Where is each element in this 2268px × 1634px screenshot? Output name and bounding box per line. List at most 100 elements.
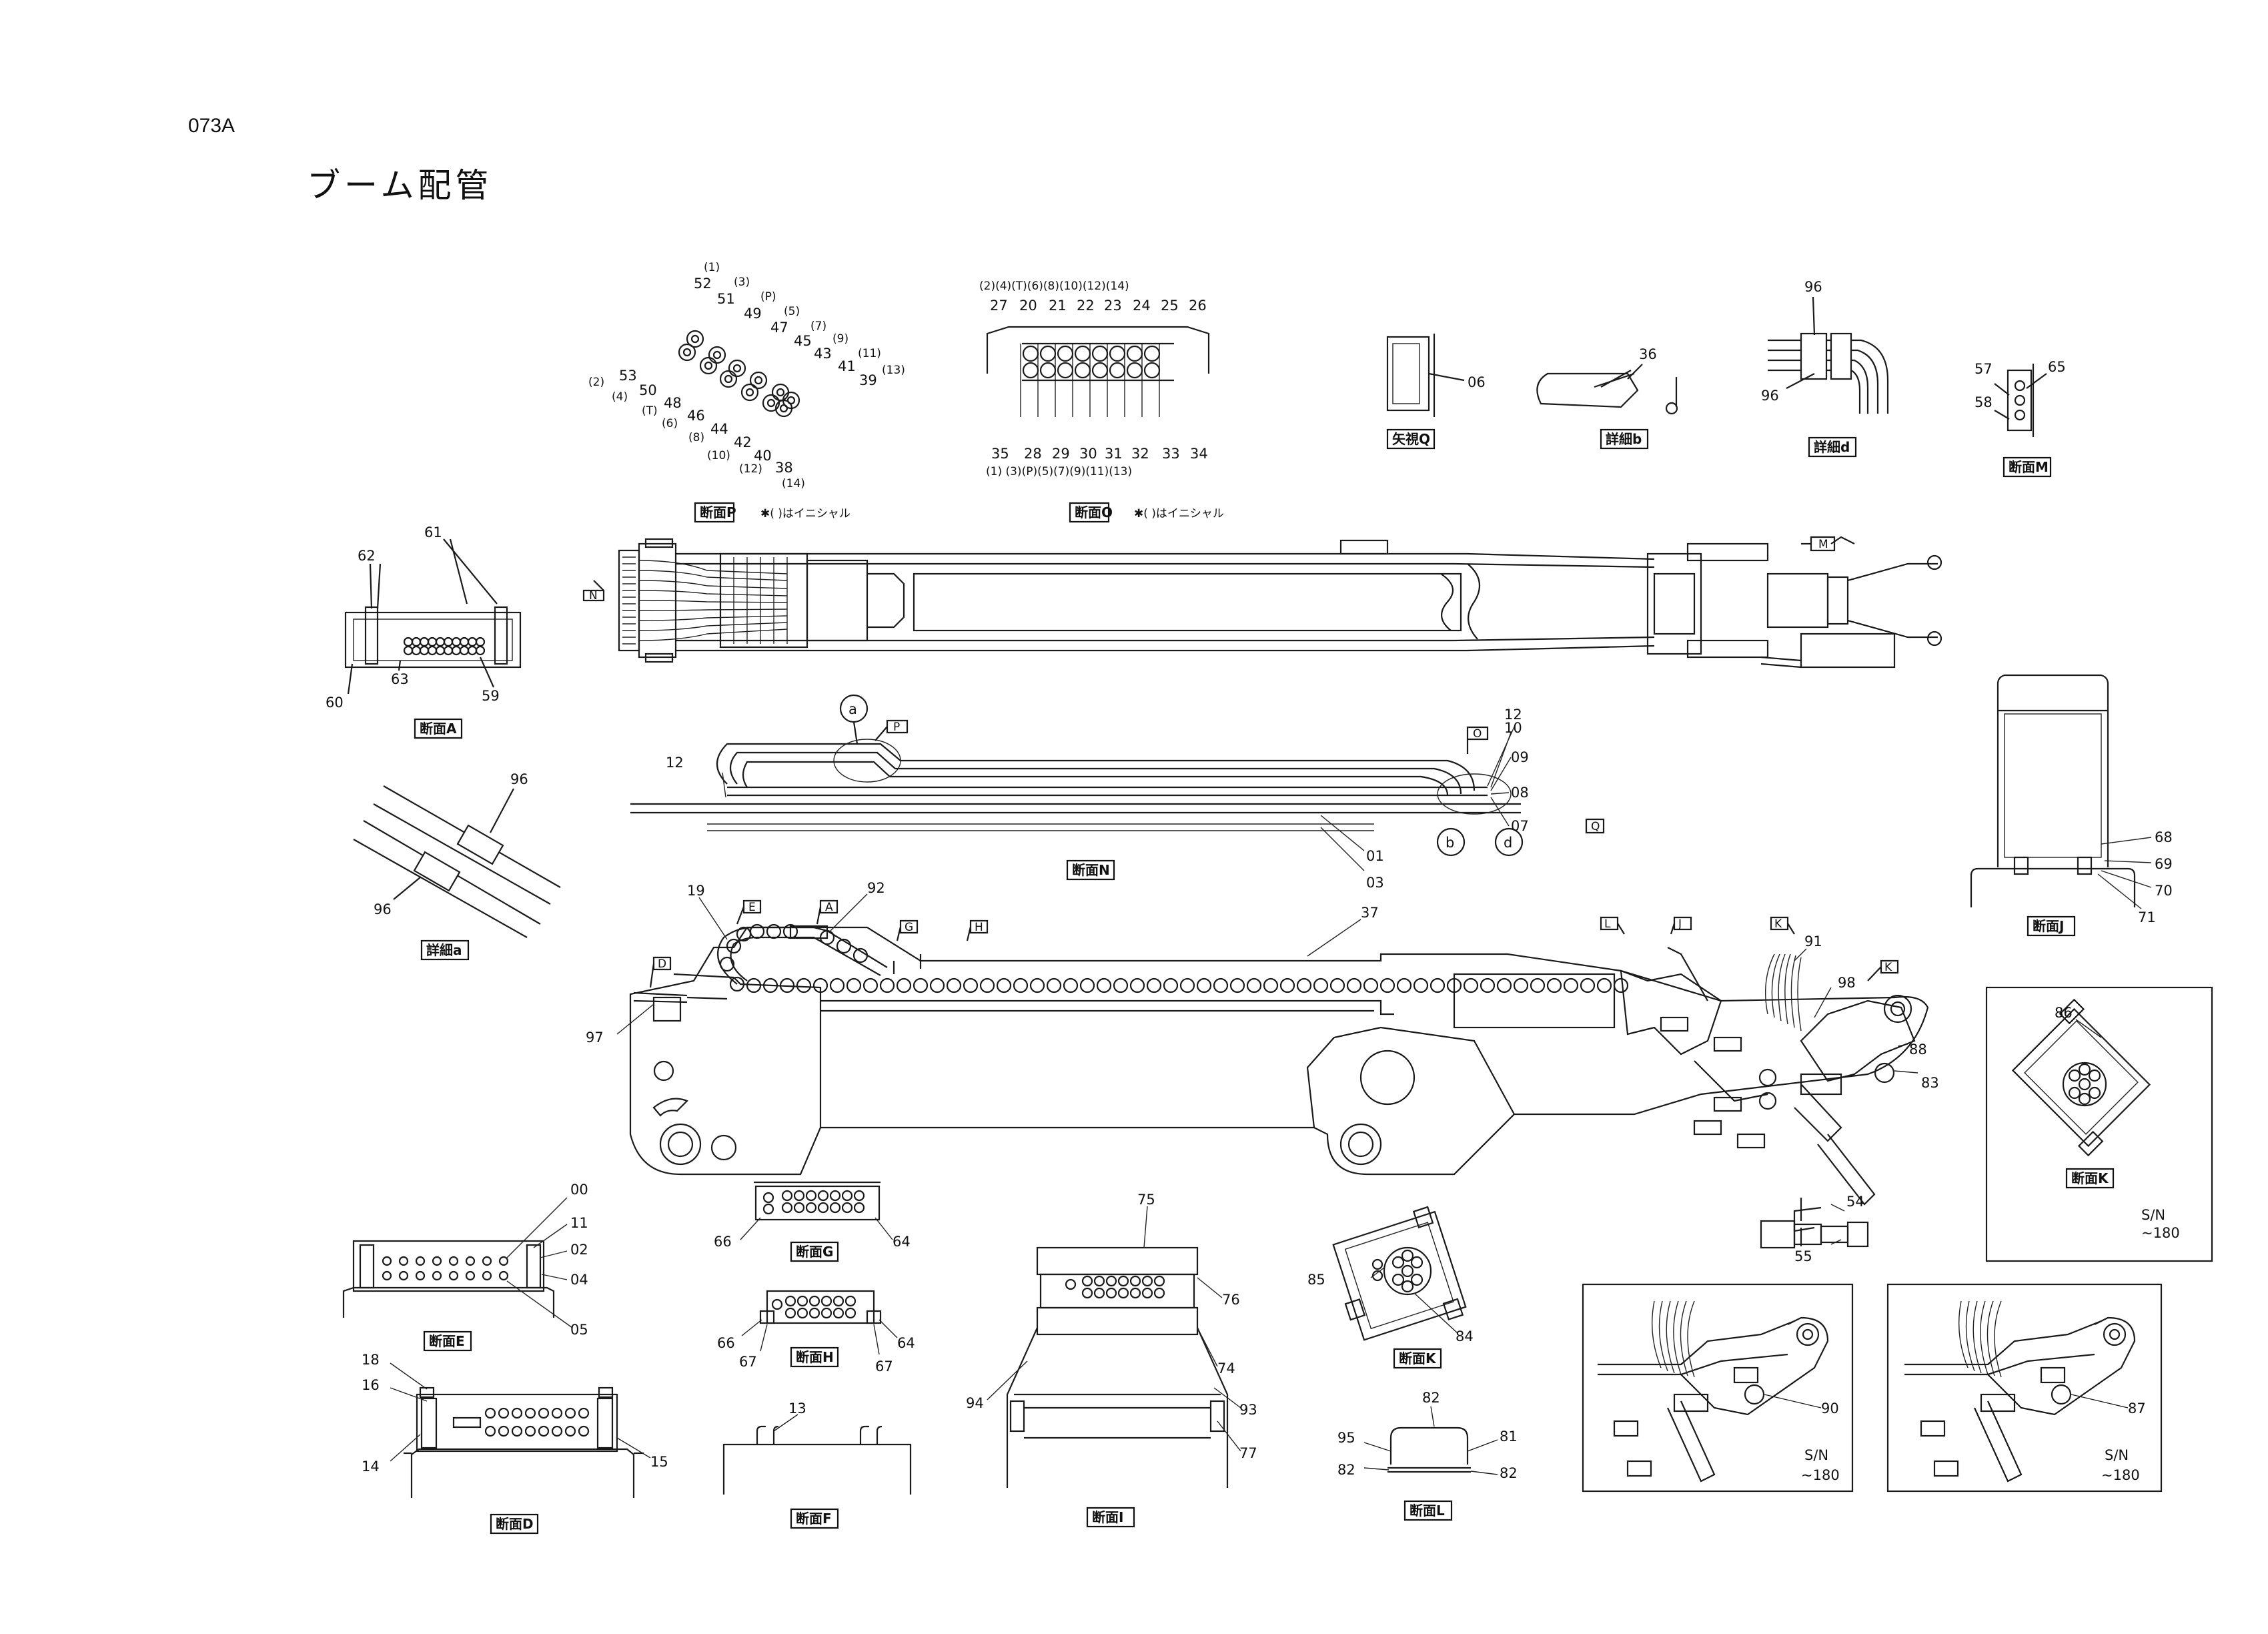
label-p-52: 52: [694, 276, 712, 292]
section-k: 85 84 断面K: [1307, 1206, 1474, 1369]
section-l: 82 95 81 82 82 断面L: [1337, 1390, 1518, 1521]
label-a-96-top: 96: [510, 771, 528, 787]
label-main-88: 88: [1909, 1042, 1927, 1058]
label-q-06: 06: [1468, 374, 1486, 390]
inset-part-90: 90 S/N ~180: [1582, 1283, 1854, 1493]
label-n-03: 03: [1366, 875, 1384, 891]
label-p-51: 51: [717, 291, 735, 307]
initial-p-13: (13): [882, 364, 905, 377]
label-main-54: 54: [1846, 1194, 1864, 1210]
section-j: 68 69 70 71 断面J: [1970, 674, 2173, 937]
caption-section-d: 断面D: [496, 1516, 534, 1532]
label-p-46: 46: [687, 408, 705, 424]
label-h-64: 64: [897, 1335, 915, 1351]
label-d-96-bottom: 96: [1761, 388, 1779, 404]
label-i-75: 75: [1137, 1192, 1155, 1208]
hoses-d: [484, 1407, 590, 1437]
detail-d: 96 96 詳細d: [1761, 279, 1889, 458]
label-n-12-left: 12: [666, 755, 684, 771]
label-a-60: 60: [326, 695, 344, 711]
caption-section-m: 断面M: [2009, 459, 2049, 475]
view-mark-k-label: K: [1774, 917, 1782, 931]
caption-section-g: 断面G: [796, 1244, 833, 1260]
view-mark-m-label: M: [1818, 538, 1828, 551]
label-o-23: 23: [1104, 298, 1122, 314]
note-section-o: ✱( )はイニシャル: [1134, 507, 1224, 520]
label-l-82-top: 82: [1422, 1390, 1440, 1406]
label-p-53: 53: [619, 368, 637, 384]
section-a: 62 61 60 63 59 断面A: [326, 524, 522, 739]
label-n-10: 10: [1504, 720, 1522, 736]
label-j-71: 71: [2138, 909, 2156, 925]
caption-section-k-inset: 断面K: [2071, 1170, 2109, 1186]
detail-mark-d-n: d: [1504, 835, 1512, 851]
view-mark-j-label: J: [1678, 917, 1682, 931]
label-p-47: 47: [770, 320, 788, 336]
label-e-00: 00: [570, 1182, 588, 1198]
label-k-86: 86: [2055, 1005, 2073, 1021]
label-main-37: 37: [1361, 905, 1379, 921]
label-main-19: 19: [687, 883, 705, 899]
initial-p-12: (12): [739, 462, 762, 476]
section-d: 18 16 14 15 断面D: [362, 1352, 668, 1535]
label-p-49: 49: [744, 306, 762, 322]
hoses-i: [1065, 1275, 1165, 1299]
label-m-58: 58: [1974, 394, 1993, 410]
label-k-84: 84: [1456, 1328, 1474, 1344]
label-h-67-left: 67: [739, 1354, 757, 1370]
label-n-12-right: 12: [1504, 707, 1522, 723]
bottom-initials-o: (1) (3)(P)(5)(7)(9)(11)(13): [986, 465, 1132, 478]
view-mark-p-label: P: [893, 721, 900, 734]
caption-section-i: 断面I: [1092, 1509, 1123, 1525]
label-l-81: 81: [1500, 1428, 1518, 1445]
label-i-76: 76: [1222, 1292, 1240, 1308]
hose-row-o: [1022, 342, 1174, 382]
label-l-82-left: 82: [1337, 1462, 1355, 1478]
label-o-32: 32: [1131, 446, 1149, 462]
section-m: 57 58 65 断面M: [1974, 359, 2066, 478]
label-o-22: 22: [1077, 298, 1095, 314]
hose-chain-main: [717, 923, 1629, 993]
initial-p-11: (11): [858, 347, 881, 360]
caption-section-j: 断面J: [2033, 918, 2064, 934]
section-p: 52 51 49 47 45 43 41 39 53 50 48 46 44 4…: [588, 261, 905, 523]
label-o-27: 27: [990, 298, 1008, 314]
initial-p-5: (5): [784, 305, 800, 318]
label-o-28: 28: [1024, 446, 1042, 462]
hoses-h: [771, 1295, 857, 1319]
view-mark-k2-label: K: [1884, 961, 1892, 974]
section-i: 75 76 74 94 93 77 断面I: [966, 1192, 1257, 1528]
label-o-26: 26: [1189, 298, 1207, 314]
caption-detail-a: 詳細a: [426, 942, 462, 958]
view-mark-q-label: Q: [1591, 820, 1600, 833]
sn-k-inset: S/N: [2141, 1207, 2165, 1223]
section-e: 00 11 02 04 05 断面E: [342, 1182, 588, 1352]
view-mark-g-label: G: [905, 921, 913, 934]
label-a-63: 63: [391, 671, 409, 687]
detail-b: 36 詳細b: [1536, 346, 1678, 450]
caption-detail-d: 詳細d: [1814, 439, 1850, 455]
label-inset-87: 87: [2128, 1400, 2146, 1416]
label-n-09: 09: [1511, 749, 1529, 765]
label-e-05: 05: [570, 1322, 588, 1338]
label-p-39: 39: [859, 372, 877, 388]
caption-arrow-q: 矢視Q: [1392, 431, 1430, 447]
label-p-40: 40: [754, 448, 772, 464]
label-n-08: 08: [1511, 785, 1529, 801]
view-mark-h-label: H: [975, 921, 983, 934]
view-mark-n: N: [582, 580, 605, 602]
boom-top-view: N M: [582, 536, 1942, 669]
section-n: a b d P O Q 12 12 10 09 08 07 01: [630, 694, 1605, 891]
label-k-85: 85: [1307, 1272, 1325, 1288]
hoses-g: [762, 1190, 865, 1215]
section-f: 13 断面F: [722, 1400, 912, 1529]
initial-p-10: (10): [707, 449, 730, 462]
section-h: 66 67 67 64 断面H: [717, 1290, 915, 1374]
view-mark-o-label: O: [1473, 727, 1482, 741]
label-main-97: 97: [586, 1030, 604, 1046]
caption-section-l: 断面L: [1409, 1503, 1445, 1519]
label-p-43: 43: [814, 346, 832, 362]
label-main-91: 91: [1804, 933, 1822, 949]
initial-p-6: (6): [662, 417, 678, 430]
section-o: (2)(4)(T)(6)(8)(10)(12)(14) 27 20 21 22 …: [979, 280, 1224, 523]
